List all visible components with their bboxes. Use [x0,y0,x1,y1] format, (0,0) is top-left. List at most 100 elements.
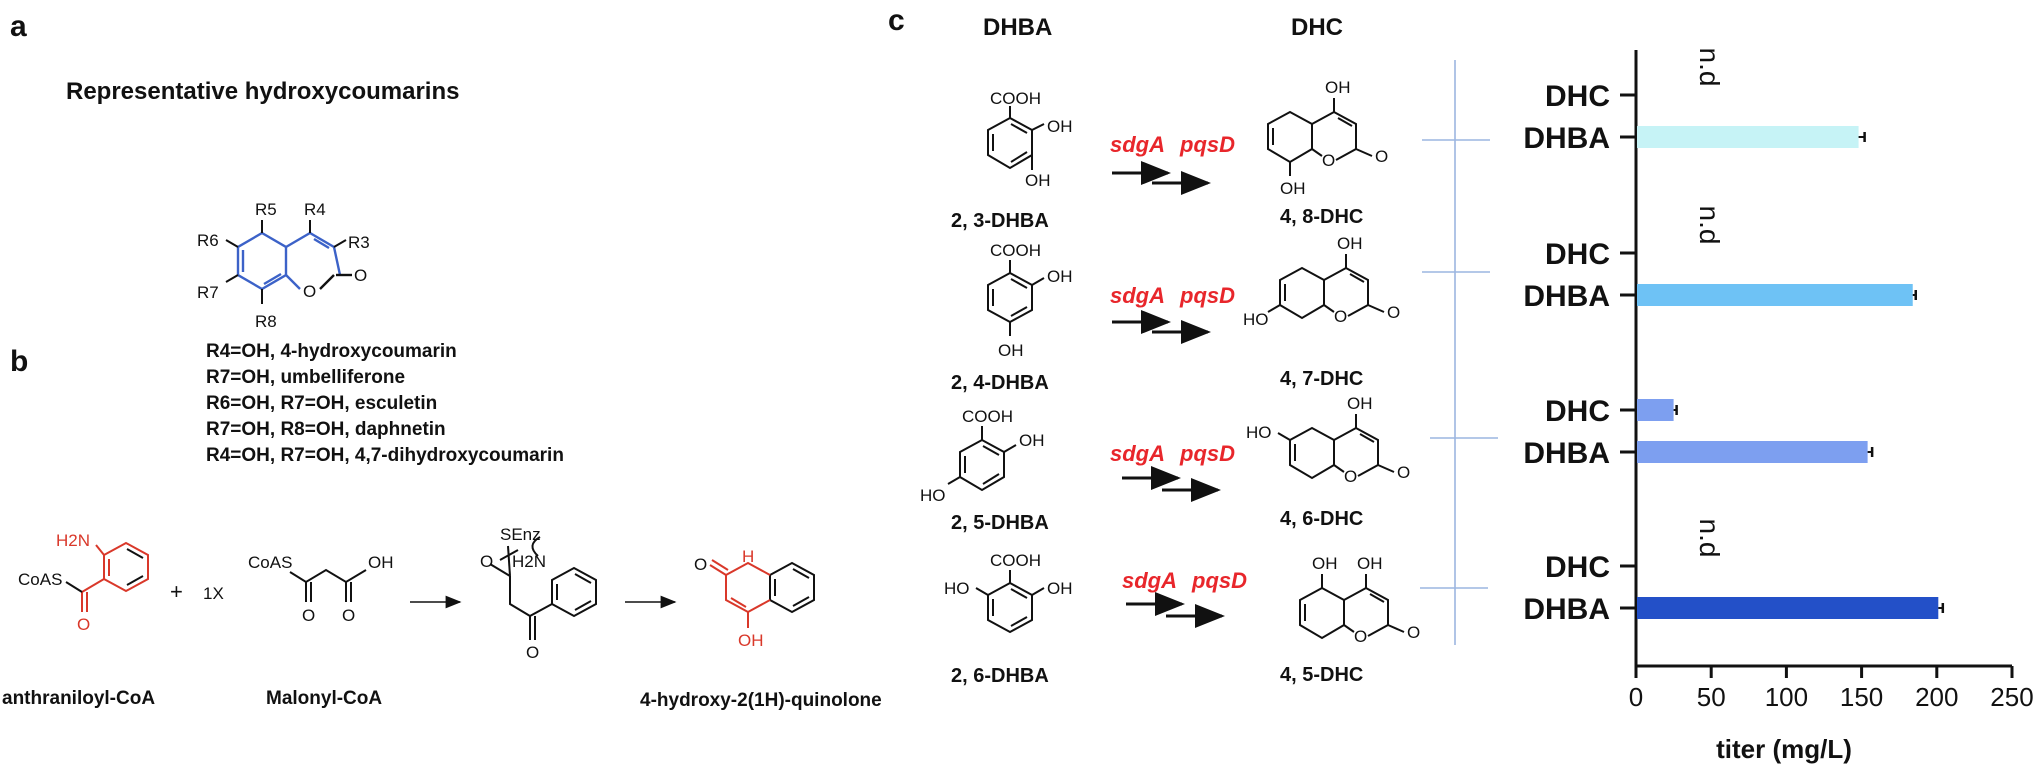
substituent-bonds [225,220,347,304]
r8-label: R8 [255,312,277,331]
o: O [1322,151,1335,170]
nd-annotation: n.d [1694,48,1725,87]
pathway-arrows [1112,161,1225,628]
substrate-name: 2, 5-DHBA [951,512,1049,534]
dhba-2-5-structure [947,426,1017,492]
r6-label: R6 [197,231,219,250]
y-category-label: DHBA [1523,280,1610,313]
y-category-label: DHBA [1523,122,1610,155]
anthraniloyl-coa-structure [65,541,149,612]
dhc-4-8-structure [1267,98,1373,176]
o: O [1397,463,1410,482]
oh: OH [1280,179,1306,198]
compound-name-anthraniloyl-coa: anthraniloyl-CoA [2,688,156,709]
y-category-label: DHC [1545,551,1610,584]
nd-annotation: n.d [1694,519,1725,558]
dhba-column-header: DHBA [983,14,1053,41]
o: O [1375,147,1388,166]
oh: OH [1047,579,1073,598]
ho: HO [1246,423,1272,442]
r7-label: R7 [197,283,219,302]
oh: OH [998,341,1024,360]
example-line: R7=OH, R8=OH, daphnetin [206,419,446,440]
quinolone-structure [709,559,815,628]
dhba-2-4-structure [987,260,1045,336]
y-category-label: DHC [1545,238,1610,271]
cooh: COOH [990,89,1041,108]
enzyme-sdga: sdgA [1110,441,1165,466]
dhc-4-7-structure [1267,254,1385,320]
dhc-4-6-structure [1277,414,1395,480]
nh-h: H [742,547,754,566]
r3-label: R3 [348,233,370,252]
x-axis-label: titer (mg/L) [1716,734,1852,764]
dhba-2-3-structure [987,106,1045,170]
dhba-2-6-structure [975,570,1045,634]
cooh: COOH [962,407,1013,426]
multiplier: 1X [203,584,224,603]
y-category-label: DHC [1545,395,1610,428]
oxygen-red: O [77,615,90,634]
o-intermediate-2: O [526,643,539,662]
oh-quinolone: OH [738,631,764,650]
example-line: R6=OH, R7=OH, esculetin [206,393,438,414]
bar [1637,126,1859,148]
enzyme-sdga: sdgA [1110,283,1165,308]
o: O [1407,623,1420,642]
o: O [1344,467,1357,486]
enzyme-pqsd: pqsD [1192,568,1247,593]
intermediate-structure [489,536,597,640]
oh-malonyl: OH [368,553,394,572]
oh: OH [1312,554,1338,573]
o: O [1387,303,1400,322]
substrate-name: 2, 6-DHBA [951,665,1049,687]
coas-label-malonyl: CoAS [248,553,292,572]
panel-a-label: a [10,10,27,43]
carbonyl-oxygen: O [354,266,367,285]
dhc-4-5-structure [1299,574,1405,640]
coas-label: CoAS [18,570,62,589]
y-category-label: DHBA [1523,593,1610,626]
oh: OH [1047,267,1073,286]
panel-a-title: Representative hydroxycoumarins [66,78,460,105]
o-malonyl-1: O [302,606,315,625]
cooh: COOH [990,551,1041,570]
oh: OH [1019,431,1045,450]
enzyme-pqsd: pqsD [1180,132,1235,157]
r4-label: R4 [304,200,326,219]
product-name: 4, 8-DHC [1280,206,1364,228]
o: O [1334,307,1347,326]
ho: HO [944,579,970,598]
panel-b-label: b [10,345,29,378]
compound-name-quinolone: 4-hydroxy-2(1H)-quinolone [640,690,882,711]
plus-sign: + [170,579,183,604]
oh: OH [1025,171,1051,190]
o-malonyl-2: O [342,606,355,625]
malonyl-coa-structure [289,568,367,602]
product-name: 4, 7-DHC [1280,368,1364,390]
example-line: R7=OH, umbelliferone [206,367,406,388]
o-quinolone: O [694,555,707,574]
enzyme-pqsd: pqsD [1180,441,1235,466]
x-tick-label: 50 [1697,682,1726,712]
oh: OH [1325,78,1351,97]
y-category-label: DHBA [1523,437,1610,470]
compound-name-malonyl-coa: Malonyl-CoA [266,688,383,709]
o-intermediate: O [480,552,493,571]
enzyme-pqsd: pqsD [1180,283,1235,308]
oh: OH [1337,234,1363,253]
nd-annotation: n.d [1694,206,1725,245]
substrate-name: 2, 3-DHBA [951,210,1049,232]
bar [1637,441,1868,463]
r5-label: R5 [255,200,277,219]
enzyme-sdga: sdgA [1110,132,1165,157]
ring-oxygen: O [303,282,316,301]
oh: OH [1347,394,1373,413]
enzyme-sdga: sdgA [1122,568,1177,593]
o: O [1354,627,1367,646]
cooh: COOH [990,241,1041,260]
ho: HO [1243,310,1269,329]
connector-lines [1420,60,1498,645]
